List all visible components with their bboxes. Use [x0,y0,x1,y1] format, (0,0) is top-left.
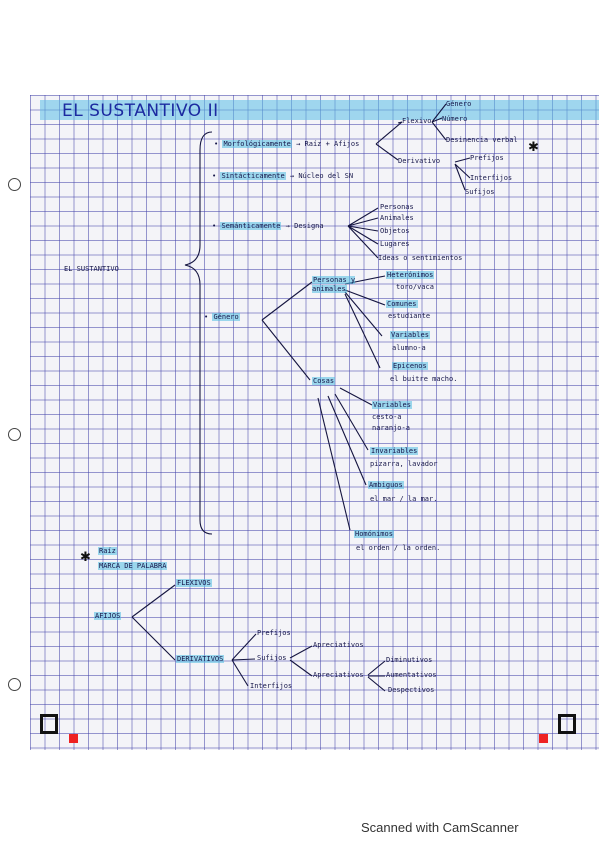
animales-label: Animales [380,214,414,222]
red-marker [69,734,78,743]
invariables-example: pizarra, lavador [370,460,438,468]
ideas-label: Ideas o sentimientos [378,254,463,262]
objetos-label: Objetos [380,227,410,235]
sintacticamente-label: • Sintácticamente → Núcleo del SN [212,172,354,180]
sufijos-label: Sufijos [257,654,287,662]
branch-morf [375,121,403,161]
variables2-example-2: naranjo-a [372,424,410,432]
binder-hole [8,678,21,691]
branch-cosas [317,387,373,531]
flexivos-label: FLEXIVOS [176,579,212,587]
branch-flexivo [431,103,447,141]
aumentativos-label: Aumentativos [386,671,437,679]
desinencia-label: Desinencia verbal [446,136,518,144]
apreciativos-top-label: Apreciativos [313,641,364,649]
binder-hole [8,178,21,191]
grid-paper [30,95,599,750]
homonimos-label: Homónimos [354,530,394,538]
despectivos-label: Despectivos [388,686,435,694]
main-brace [184,131,213,535]
flexivo-label: Flexivo [402,117,432,125]
root-label: EL SUSTANTIVO [64,265,119,273]
asterisk-icon: ✱ [80,550,91,565]
branch-aprec [367,660,386,692]
scan-corner-marker [558,714,576,734]
red-marker [539,734,548,743]
interfijos-top-label: Interfijos [470,174,513,182]
derivativos-label: DERIVATIVOS [176,655,225,663]
asterisk-icon: ✱ [528,140,539,155]
lugares-label: Lugares [380,240,410,248]
title-highlight [40,100,599,120]
epicenos-example: el buitre macho. [390,375,458,383]
prefijos-label: Prefijos [257,629,291,637]
semanticamente-label: • Semánticamente → Designa [212,222,324,230]
page-title: EL SUSTANTIVO II [62,101,219,121]
comunes-label: Comunes [386,300,418,308]
genero-small-label: Género [446,100,472,108]
morfologicamente-label: • Morfológicamente → Raíz + Afijos [214,140,360,148]
sufijos-top-label: Sufijos [465,188,495,196]
branch-pers [344,275,386,369]
branch-suf [289,645,313,677]
ambiguos-example: el mar / la mar. [370,495,438,503]
personas-label: Personas [380,203,414,211]
genero-label: • Género [204,313,240,321]
prefijos-top-label: Prefijos [470,154,504,162]
branch-designa [347,207,379,259]
ambiguos-label: Ambiguos [368,481,404,489]
variables1-label: Variables [390,331,430,339]
branch-derivativo [454,157,471,191]
cosas-label: Cosas [312,377,336,385]
variables2-example-1: cesto-a [372,413,402,421]
diminutivos-label: Diminutivos [386,656,433,664]
scanner-watermark: Scanned with CamScanner [361,820,519,835]
derivativo-label: Derivativo [398,157,441,165]
apreciativos-label: Apreciativos [313,671,364,679]
heteronimos-label: Heterónimos [386,271,435,279]
interfijos-label: Interfijos [250,682,293,690]
variables2-label: Variables [372,401,412,409]
branch-genero [261,281,313,381]
branch-deriv [231,633,257,687]
invariables-label: Invariables [370,447,419,455]
comunes-example: estudiante [388,312,431,320]
afijos-label: AFIJOS [94,612,122,620]
scan-corner-marker [40,714,58,734]
personas-animales-label: Personas y animales [312,276,356,293]
marca-label: MARCA DE PALABRA [98,562,168,570]
binder-hole [8,428,21,441]
variables1-example: alumno-a [392,344,426,352]
heteronimos-example: toro/vaca [396,283,434,291]
epicenos-label: Epicenos [392,362,428,370]
homonimos-example: el orden / la orden. [356,544,441,552]
raiz-label: Raíz [98,547,117,555]
numero-small-label: Número [442,115,468,123]
branch-afijos [131,584,176,661]
